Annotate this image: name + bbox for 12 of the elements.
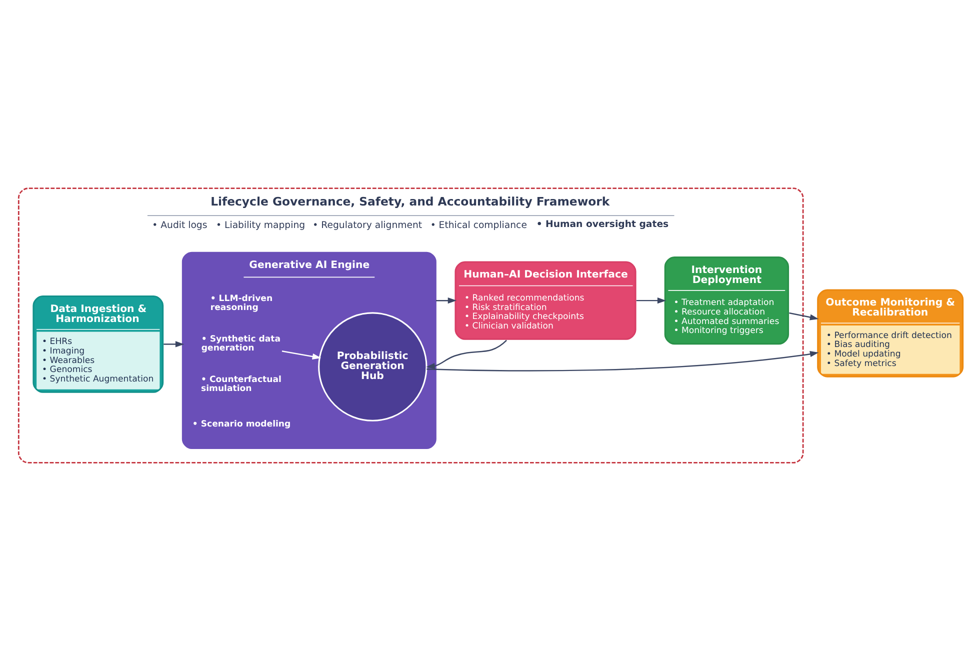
node-circle: Probabilistic Generation Hub [318,312,427,421]
node-text: • Synthetic data generation [200,334,280,353]
arrow [426,339,506,369]
arrow [163,340,184,347]
node-text: • Scenario modeling [192,419,290,430]
arrow [636,297,666,304]
arrow [281,350,321,359]
node-text: • LLM-driven reasoning [210,294,272,312]
node-text: • Counterfactual simulation [200,374,281,394]
arrow [788,312,818,320]
arrow [436,297,456,304]
arrow [426,350,818,371]
